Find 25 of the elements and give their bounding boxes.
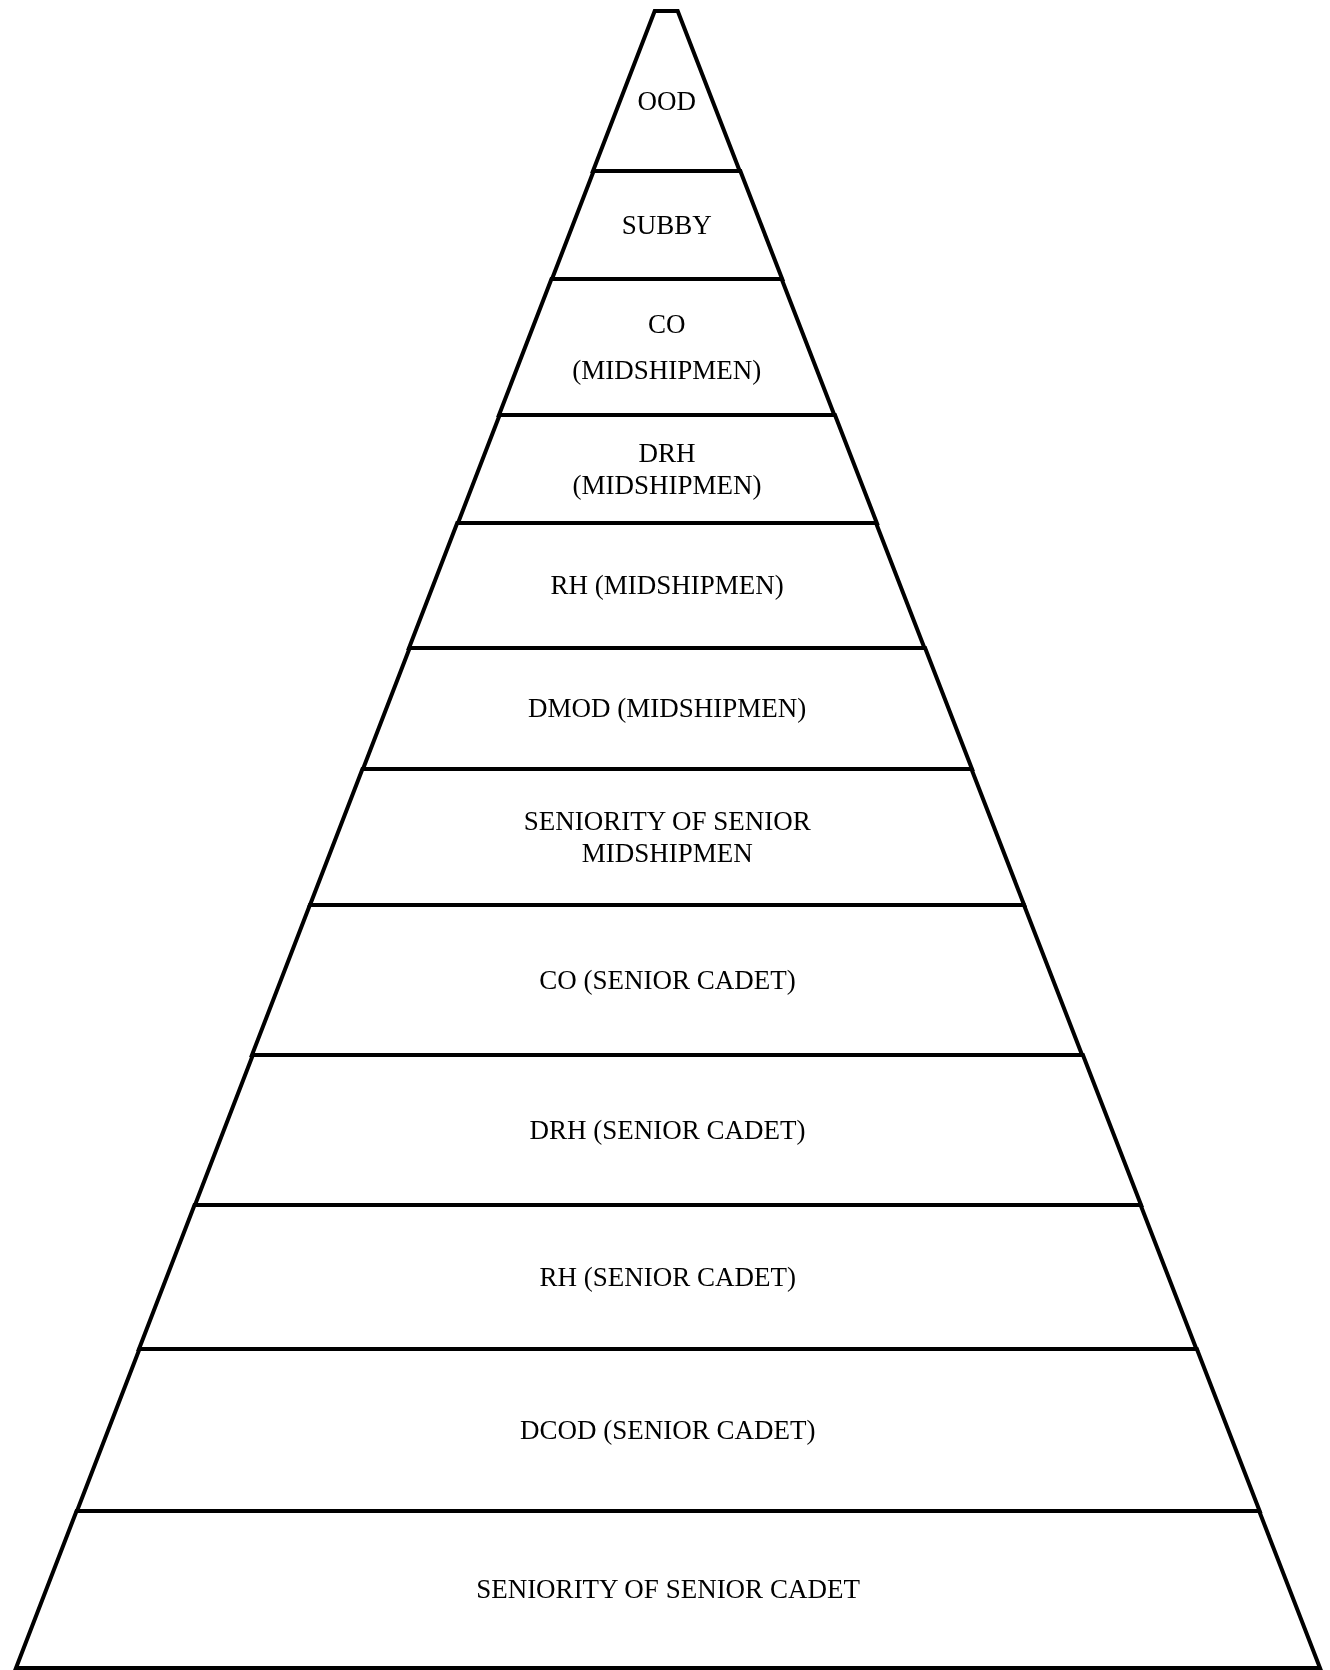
pyramid-tier [76, 1349, 1260, 1511]
pyramid-tier [16, 1511, 1320, 1668]
pyramid-tier [139, 1205, 1197, 1349]
tier-label: SENIORITY OF SENIOR MIDSHIPMEN [522, 804, 812, 870]
tier-label: SUBBY [621, 208, 712, 242]
tier-label: DRH (MIDSHIPMEN) [571, 436, 763, 502]
pyramid-tier [194, 1055, 1141, 1205]
pyramid-tier [457, 415, 877, 523]
tier-label: CO [648, 307, 686, 340]
tier-label: DRH (SENIOR CADET) [529, 1113, 806, 1147]
pyramid-tier [593, 11, 740, 171]
pyramid-tier [551, 171, 782, 279]
pyramid-tier [499, 279, 835, 415]
pyramid-tier [362, 648, 972, 769]
tier-label: (MIDSHIPMEN) [572, 354, 762, 387]
pyramid-tier [252, 905, 1083, 1055]
tier-label: CO (SENIOR CADET) [539, 963, 796, 997]
tier-label: OOD [637, 84, 696, 118]
tier-label: DCOD (SENIOR CADET) [520, 1413, 816, 1447]
pyramid-tier [409, 523, 925, 648]
tier-label: RH (MIDSHIPMEN) [550, 569, 784, 602]
pyramid-tier [310, 769, 1025, 905]
tier-label: SENIORITY OF SENIOR CADET [476, 1573, 860, 1606]
tier-label: DMOD (MIDSHIPMEN) [528, 692, 807, 725]
tier-label: RH (SENIOR CADET) [539, 1260, 796, 1294]
